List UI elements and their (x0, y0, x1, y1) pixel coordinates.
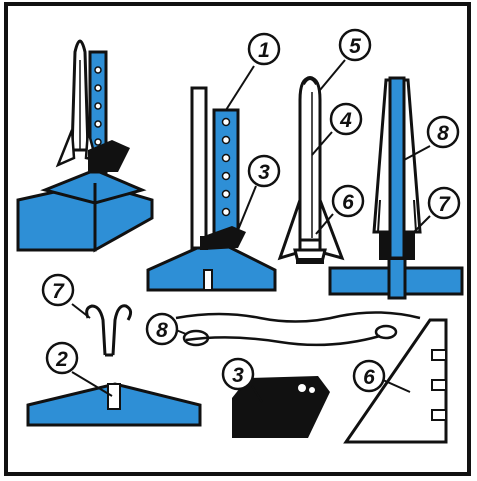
rocket-assembly (280, 78, 342, 264)
callout-8b: 8 (147, 314, 177, 344)
wire-clip-part (87, 306, 131, 355)
callout-7a: 7 (429, 188, 459, 218)
callout-6a: 6 (333, 186, 363, 216)
svg-text:7: 7 (52, 280, 65, 303)
callout-6b: 6 (354, 361, 384, 391)
callout-1: 1 (249, 34, 279, 64)
callout-2: 2 (47, 343, 77, 373)
leader-5 (320, 60, 345, 90)
svg-text:6: 6 (363, 366, 375, 389)
callout-8a: 8 (428, 117, 458, 147)
string-part (176, 312, 420, 345)
svg-text:7: 7 (438, 193, 451, 216)
svg-text:4: 4 (339, 109, 352, 132)
svg-text:8: 8 (437, 122, 449, 145)
callout-3b: 3 (223, 359, 253, 389)
svg-text:8: 8 (156, 319, 168, 342)
launch-pad-with-rail (148, 88, 275, 290)
callout-7b: 7 (43, 275, 73, 305)
leader-3a (238, 186, 256, 230)
svg-text:2: 2 (55, 348, 68, 371)
assembled-launcher (18, 41, 152, 250)
callout-4: 4 (331, 104, 361, 134)
svg-text:5: 5 (349, 35, 361, 58)
svg-text:6: 6 (342, 191, 354, 214)
callout-3a: 3 (249, 156, 279, 186)
leader-1 (226, 66, 254, 110)
svg-text:3: 3 (258, 161, 270, 184)
svg-text:1: 1 (258, 39, 270, 62)
callout-5: 5 (340, 30, 370, 60)
base-plate-part (28, 384, 200, 425)
svg-text:3: 3 (232, 364, 244, 387)
